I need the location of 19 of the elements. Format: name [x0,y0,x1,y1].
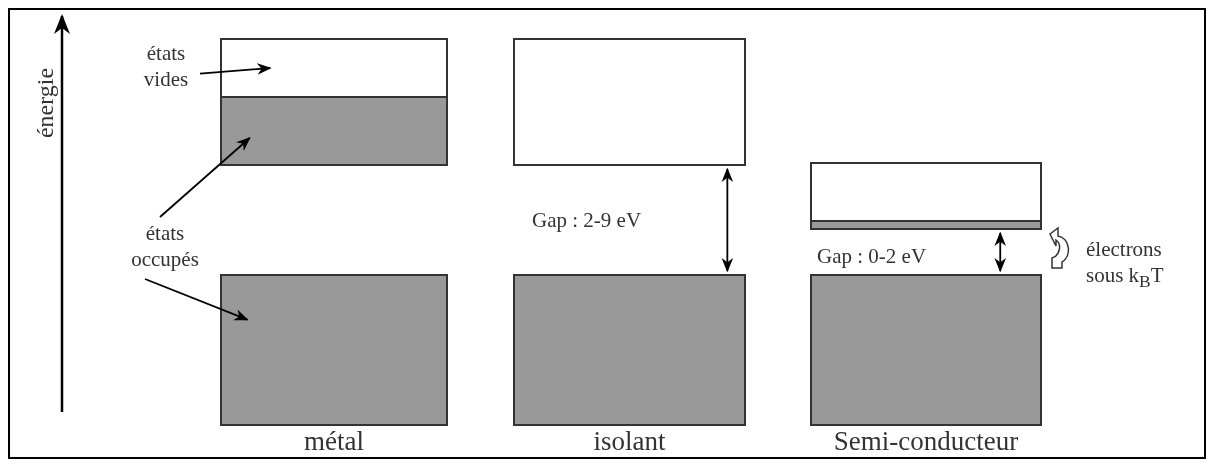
gap-arrow [994,231,1006,273]
conduction-band [513,38,746,166]
empty-states-band [220,38,448,98]
conduction-band [810,162,1042,230]
band-label: isolant [592,426,667,456]
band-label: Semi-conducteur [832,426,1020,456]
leader-arrow [199,63,272,75]
callout-label: états vides [132,40,200,96]
valence-band [810,274,1042,426]
leader-arrow [144,278,249,321]
callout-label: états occupés [115,220,215,276]
valence-band [220,274,448,426]
gap-arrow [721,167,734,273]
valence-band [513,274,746,426]
annotation-text: électrons sous k$_{B}$T [1086,236,1165,294]
band-label: métal [303,426,365,456]
filled-band [220,96,448,166]
leader-arrow [159,137,251,218]
axis-label: énergie [32,67,59,139]
